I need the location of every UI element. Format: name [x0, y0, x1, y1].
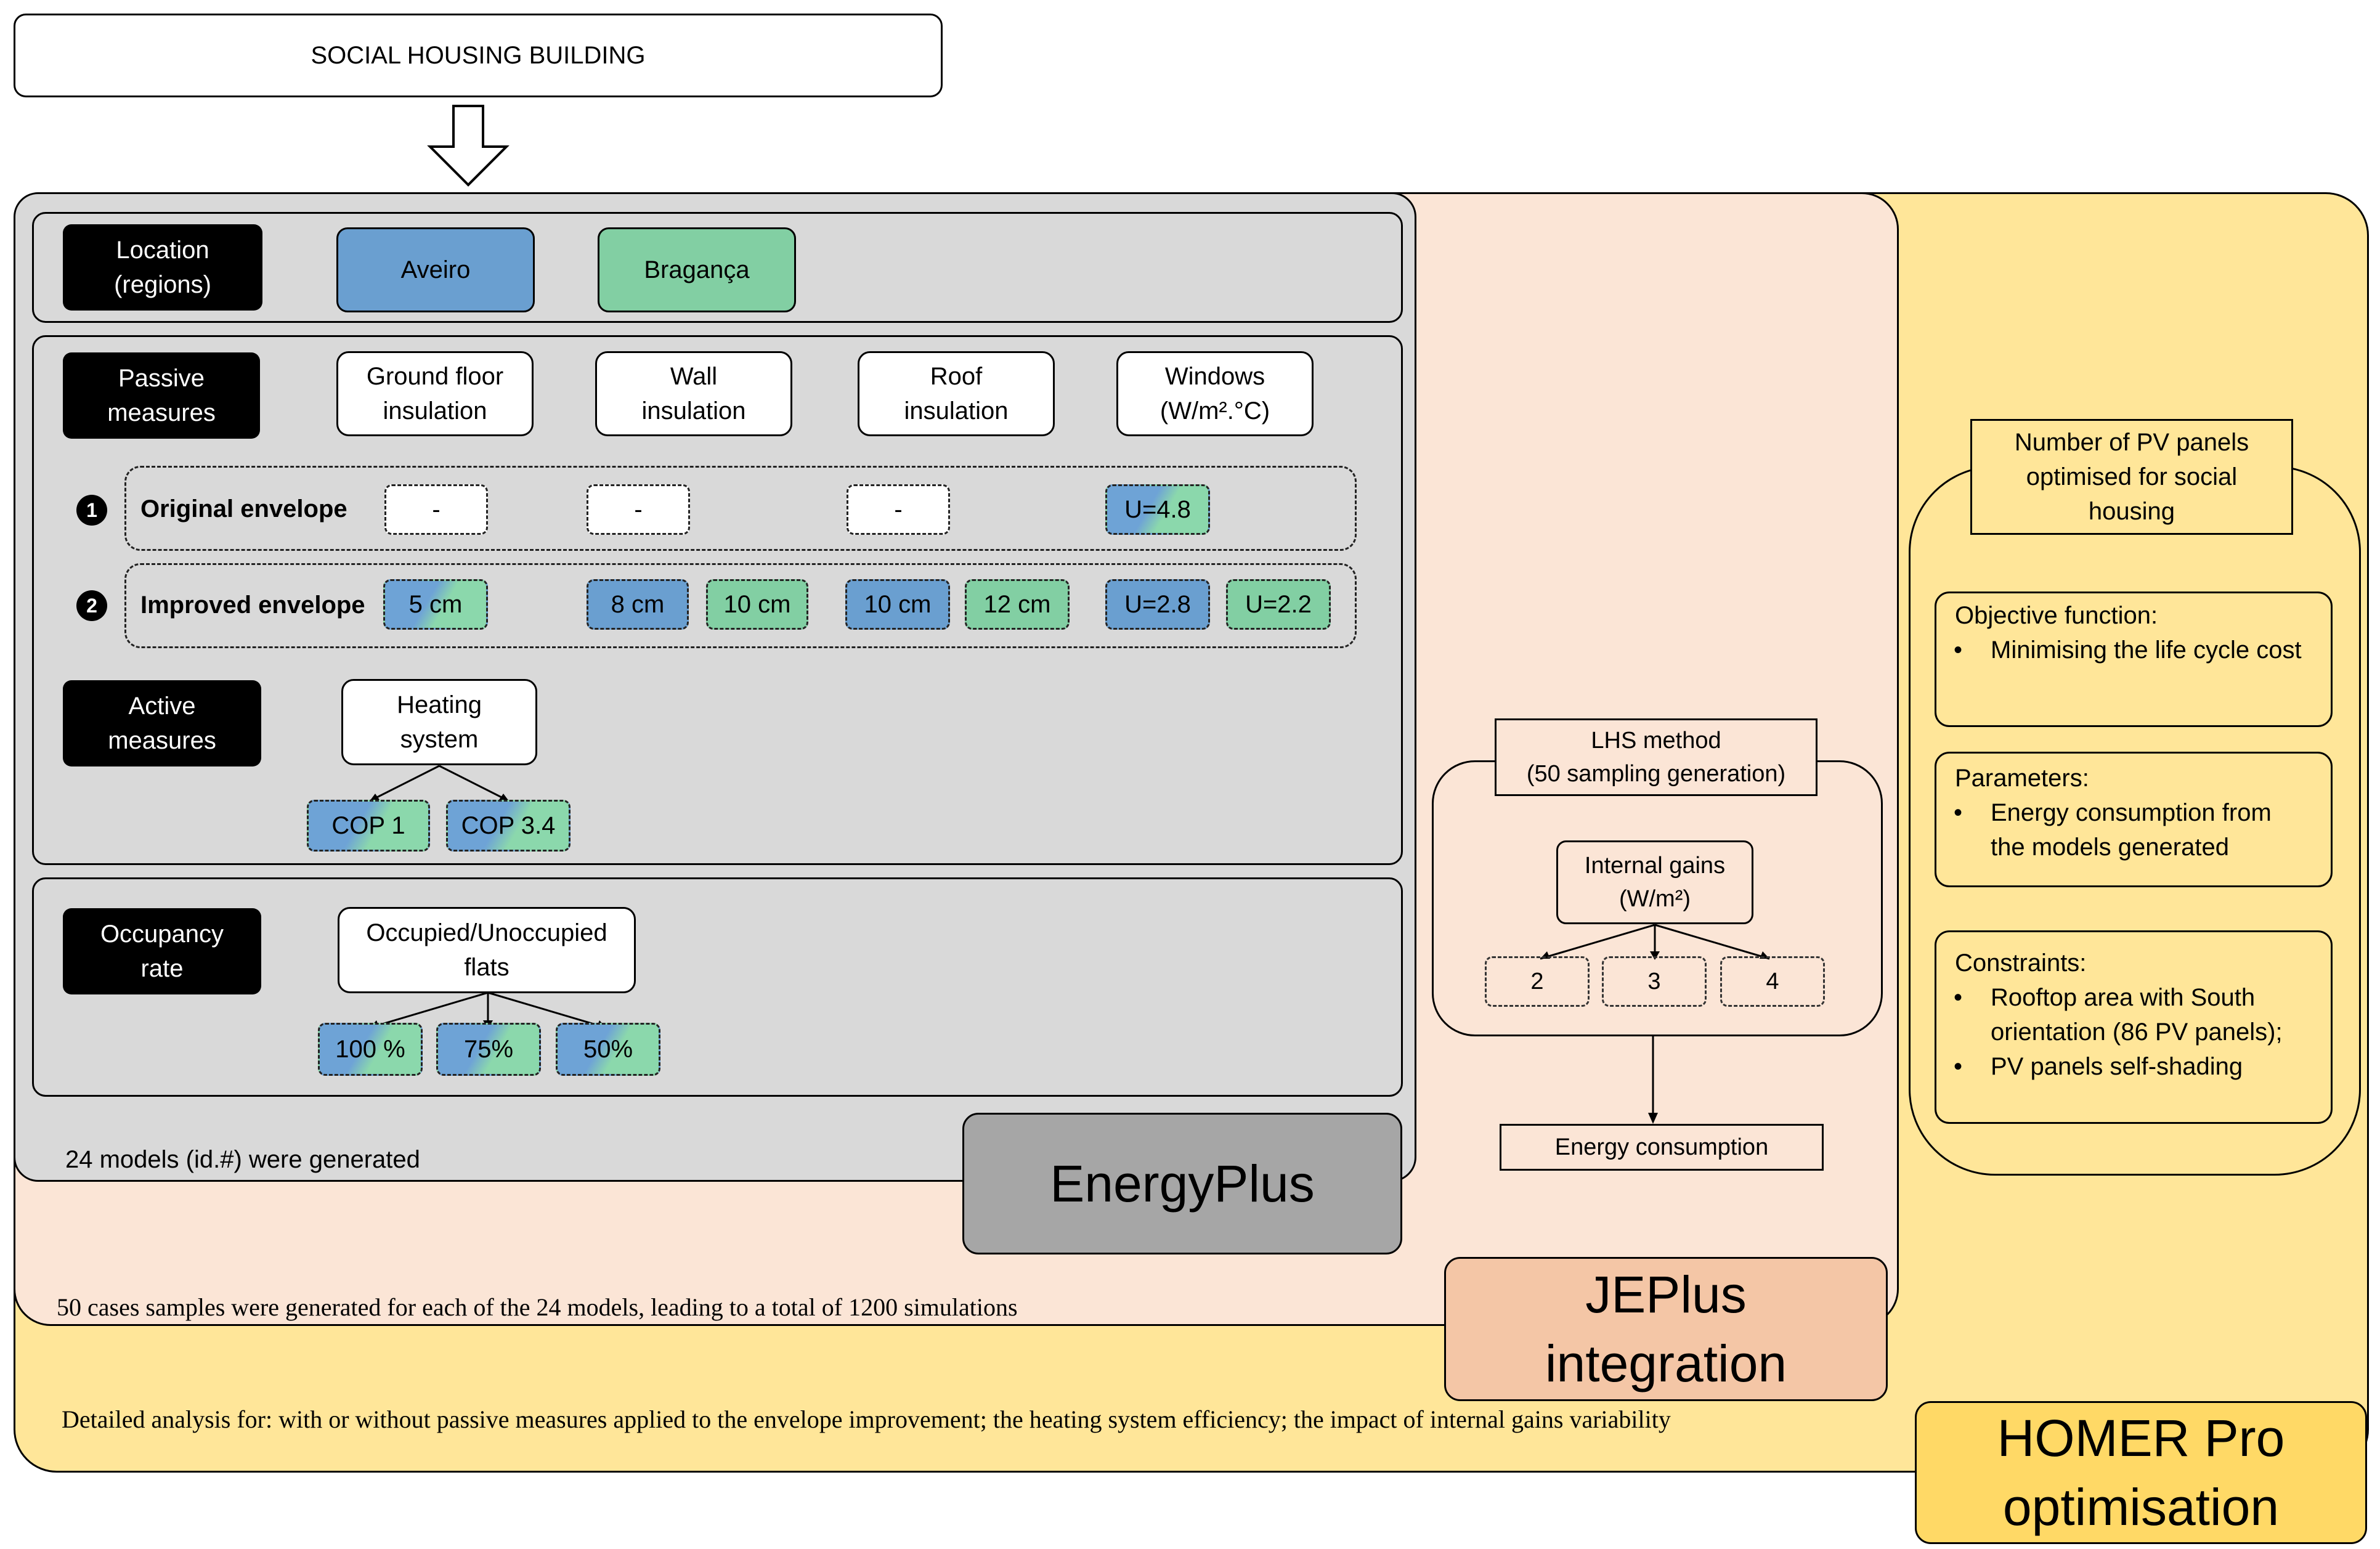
original-marker-number: 1	[86, 498, 97, 521]
occupancy-75: 75%	[436, 1023, 541, 1076]
original-envelope-label: Original envelope	[140, 495, 347, 522]
improved-roof-10cm: 10 cm	[845, 579, 950, 630]
improved-marker: 2	[76, 590, 107, 621]
to-energy-consumption-arrow	[1648, 1035, 1658, 1124]
occupancy-category: Occupancy rate	[63, 908, 261, 994]
improved-roof-12cm: 12 cm	[965, 579, 1070, 630]
internal-gain-4: 4	[1720, 956, 1825, 1007]
measures-panel	[32, 335, 1403, 865]
occupancy-100: 100 %	[318, 1023, 423, 1076]
constraints-item-rooftop: Rooftop area with South orientation (86 …	[1936, 980, 2311, 1049]
internal-gain-3: 3	[1602, 956, 1707, 1007]
parameters-item: Energy consumption from the models gener…	[1936, 795, 2311, 864]
location-panel	[32, 212, 1403, 323]
occupancy-panel	[32, 877, 1403, 1097]
jeplus-footer-note: 50 cases samples were generated for each…	[57, 1293, 1018, 1321]
internal-gains-box: Internal gains (W/m²)	[1556, 840, 1753, 924]
jeplus-label: JEPlus integration	[1444, 1257, 1888, 1401]
cop-1-option: COP 1	[307, 800, 430, 852]
parameters-heading: Parameters:	[1955, 765, 2089, 792]
constraints-item-shading: PV panels self-shading	[1936, 1049, 2311, 1084]
homer-label: HOMER Pro optimisation	[1915, 1401, 2367, 1544]
region-aveiro: Aveiro	[336, 227, 535, 312]
column-windows: Windows (W/m².°C)	[1116, 351, 1314, 436]
original-marker: 1	[76, 495, 107, 526]
region-braganca: Bragança	[598, 227, 796, 312]
energyplus-label: EnergyPlus	[962, 1113, 1402, 1254]
constraints-box: Constraints: Rooftop area with South ori…	[1935, 930, 2333, 1124]
down-arrow-icon	[427, 105, 510, 187]
improved-wall-10cm: 10 cm	[706, 579, 808, 630]
occupancy-50: 50%	[556, 1023, 660, 1076]
heating-system-box: Heating system	[341, 679, 537, 765]
occupied-flats-box: Occupied/Unoccupied flats	[338, 907, 636, 993]
heating-connectors	[369, 765, 510, 802]
objective-heading: Objective function:	[1955, 602, 2158, 629]
homer-footer-note: Detailed analysis for: with or without p…	[62, 1405, 1671, 1433]
parameters-box: Parameters: Energy consumption from the …	[1935, 752, 2333, 887]
original-roof-value: -	[847, 484, 950, 535]
location-category: Location (regions)	[63, 224, 262, 311]
energy-consumption-box: Energy consumption	[1500, 1124, 1824, 1171]
energyplus-footer-note: 24 models (id.#) were generated	[65, 1146, 420, 1173]
active-category: Active measures	[63, 680, 261, 766]
constraints-heading: Constraints:	[1955, 949, 2087, 977]
building-title-box: SOCIAL HOUSING BUILDING	[14, 14, 943, 97]
original-windows-value: U=4.8	[1105, 484, 1210, 535]
column-ground-floor: Ground floor insulation	[336, 351, 534, 436]
improved-windows-u22: U=2.2	[1226, 579, 1331, 630]
lhs-method-box: LHS method (50 sampling generation)	[1495, 718, 1817, 796]
building-title: SOCIAL HOUSING BUILDING	[311, 42, 646, 69]
original-ground-value: -	[384, 484, 488, 535]
objective-item: Minimising the life cycle cost	[1936, 633, 2311, 667]
improved-wall-8cm: 8 cm	[587, 579, 689, 630]
original-wall-value: -	[587, 484, 690, 535]
objective-function-box: Objective function: Minimising the life …	[1935, 592, 2333, 727]
improved-marker-number: 2	[86, 594, 97, 617]
improved-windows-u28: U=2.8	[1105, 579, 1210, 630]
pv-panels-title-box: Number of PV panels optimised for social…	[1970, 419, 2293, 535]
original-envelope-row	[124, 466, 1357, 551]
passive-category: Passive measures	[63, 352, 260, 439]
column-wall: Wall insulation	[595, 351, 792, 436]
cop-34-option: COP 3.4	[446, 800, 571, 852]
improved-ground-5cm: 5 cm	[383, 579, 488, 630]
improved-envelope-row	[124, 563, 1357, 648]
column-roof: Roof insulation	[858, 351, 1055, 436]
internal-gain-2: 2	[1485, 956, 1590, 1007]
improved-envelope-label: Improved envelope	[140, 592, 365, 619]
